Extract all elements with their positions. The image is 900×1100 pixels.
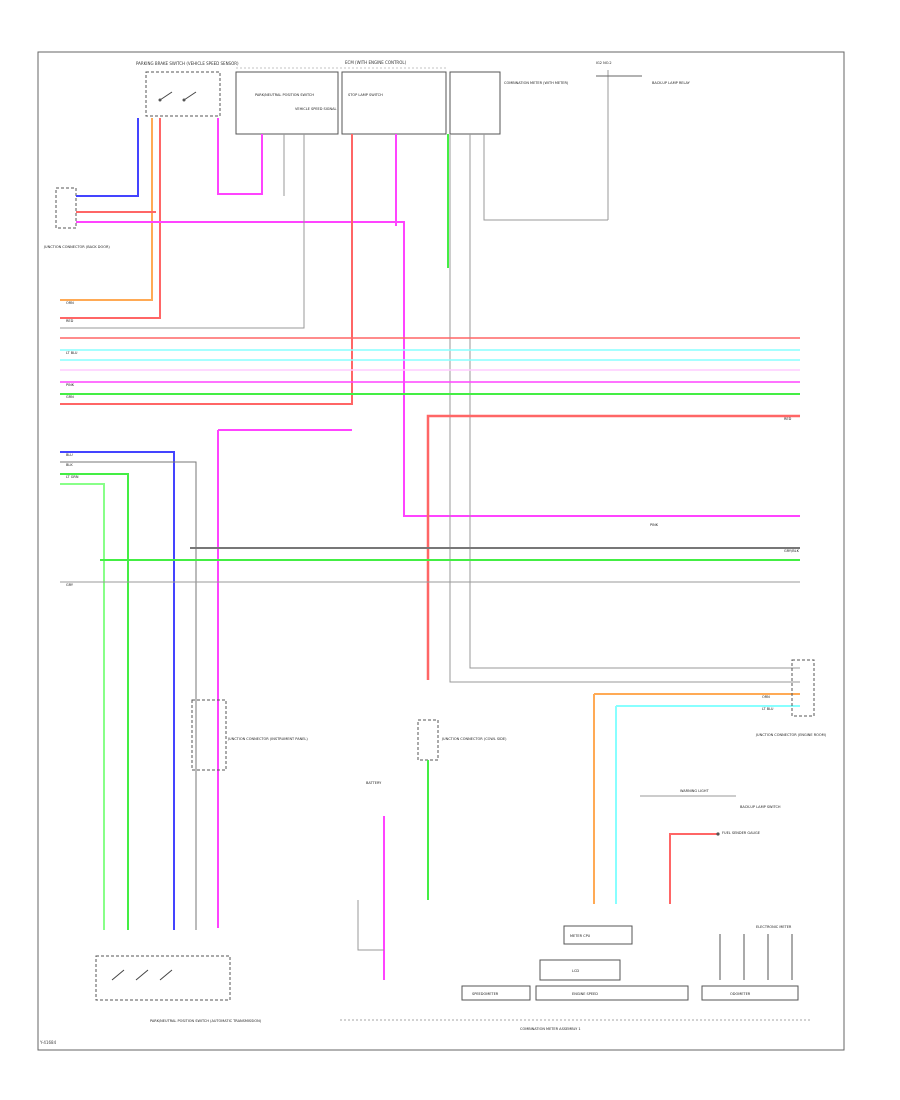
red-wire-mid — [60, 134, 353, 405]
right-junction: JUNCTION CONNECTOR (ENGINE ROOM) — [593, 659, 827, 904]
combination-meter-label: COMBINATION METER (WITH METER) — [504, 81, 569, 85]
left-connector-box — [55, 187, 77, 229]
blue-wire-top — [76, 118, 139, 197]
gray-wire-lower — [357, 900, 384, 951]
tag-lightblue: LT BLU — [66, 351, 78, 355]
green-wire-left-2 — [60, 483, 105, 930]
tag-black: BLK — [66, 463, 73, 467]
orange-wire-top — [60, 118, 153, 301]
top-right-relay-group: IG2 NO.2 BACK-UP LAMP RELAY — [596, 61, 691, 220]
speedometer-label: SPEEDOMETER — [472, 992, 499, 996]
meter-ic-box — [539, 959, 621, 981]
left-connector: JUNCTION CONNECTOR (BACK DOOR) — [43, 187, 110, 249]
red-wire-lamp — [669, 833, 718, 904]
wire-tags: ORN RED LT BLU PINK GRN BLU BLK LT GRN G… — [66, 301, 800, 711]
back-up-lamp-label: BACK-UP LAMP SWITCH — [740, 805, 781, 809]
top-left-switch: PARKING BRAKE SWITCH (VEHICLE SPEED SENS… — [136, 61, 239, 117]
tag-gry-blk: GRY/BLK — [784, 549, 800, 553]
ecm-module: ECM (WITH ENGINE CONTROL) PARK/NEUTRAL P… — [235, 60, 447, 135]
battery-label: BATTERY — [366, 781, 382, 785]
green-wire-left-1 — [60, 473, 129, 930]
gray-wire-long — [449, 134, 800, 683]
ecm-title: ECM (WITH ENGINE CONTROL) — [345, 60, 407, 65]
ecm-left-box — [235, 71, 339, 135]
tag-red-2: RED — [784, 417, 792, 421]
horizontal-bus — [60, 337, 800, 928]
engine-speed-label: ENGINE SPEED — [572, 992, 598, 996]
top-right-relay-label: BACK-UP LAMP RELAY — [652, 81, 691, 85]
speedometer-box — [461, 985, 531, 1001]
tag-ltgrn: LT GRN — [66, 475, 79, 479]
odometer-label: ODOMETER — [730, 992, 751, 996]
ecm-right-box — [341, 71, 447, 135]
top-right-fuse-label: IG2 NO.2 — [596, 61, 612, 65]
tag-blue: BLU — [66, 453, 73, 457]
tag-red: RED — [66, 319, 74, 323]
tag-green: GRN — [66, 395, 74, 399]
lower-meter: BATTERY SPEEDOMETER LCD ENGINE SPEED MET… — [340, 781, 812, 1031]
fuel-sensor-label: FUEL SENDER GAUGE — [722, 831, 760, 835]
blue-wire-left — [60, 451, 175, 930]
center-junction-1-box — [191, 699, 227, 771]
pink-wire-mid — [76, 221, 800, 517]
ecm-right-label: STOP LAMP SWITCH — [348, 93, 383, 97]
top-left-switch-box — [145, 71, 221, 117]
tag-pink-2: PINK — [650, 523, 659, 527]
red-wire-long — [426, 414, 800, 680]
left-connector-label: JUNCTION CONNECTOR (BACK DOOR) — [43, 245, 110, 249]
left-mid-wires — [60, 451, 800, 930]
dark-wire-left — [60, 461, 197, 930]
warning-label: WARNING LIGHT — [680, 789, 710, 793]
tag-orange: ORN — [66, 301, 74, 305]
bottom-meter-label: COMBINATION METER ASSEMBLY 1 — [520, 1027, 581, 1031]
combination-meter-top: COMBINATION METER (WITH METER) — [449, 71, 569, 135]
tag-pink: PINK — [66, 383, 75, 387]
center-junctions: JUNCTION CONNECTOR (INSTRUMENT PANEL) JU… — [191, 699, 507, 900]
center-junction-1-label: JUNCTION CONNECTOR (INSTRUMENT PANEL) — [227, 737, 308, 741]
engine-speed-box — [535, 985, 689, 1001]
meter-cpu-label: METER CPU — [570, 934, 591, 938]
tag-lightblue-2: LT BLU — [762, 707, 774, 711]
warning-area: WARNING LIGHT BACK-UP LAMP SWITCH FUEL S… — [640, 789, 781, 904]
gray-wire-3 — [469, 134, 800, 669]
transmission-switch: PARK/NEUTRAL POSITION SWITCH (AUTOMATIC … — [95, 955, 262, 1023]
pink-wire-top — [217, 118, 263, 195]
tag-gray: GRY — [66, 583, 74, 587]
right-junction-label: JUNCTION CONNECTOR (ENGINE ROOM) — [755, 733, 827, 737]
ecm-left-label: PARK/NEUTRAL POSITION SWITCH — [255, 93, 314, 97]
center-junction-2-label: JUNCTION CONNECTOR (COWL SIDE) — [441, 737, 507, 741]
gray-wire-4 — [483, 134, 608, 221]
center-junction-2-box — [417, 719, 439, 761]
red-wire-top — [60, 118, 161, 319]
meter-ic-label: LCD — [572, 969, 579, 973]
top-left-switch-label: PARKING BRAKE SWITCH (VEHICLE SPEED SENS… — [136, 61, 239, 66]
ecm-mid-label: VEHICLE SPEED SIGNAL — [295, 107, 337, 111]
diagram-frame — [37, 51, 845, 1051]
right-junction-box — [791, 659, 815, 717]
corner-label: Y-41684 — [39, 1040, 57, 1045]
meter-cpu-box — [563, 925, 633, 945]
transmission-switch-label: PARK/NEUTRAL POSITION SWITCH (AUTOMATIC … — [150, 1019, 262, 1023]
transmission-switch-box — [95, 955, 231, 1001]
odometer-box — [701, 985, 799, 1001]
combination-meter-top-box — [449, 71, 501, 135]
gray-wire-1 — [60, 134, 305, 329]
top-wires — [60, 118, 800, 683]
tag-orange-2: ORN — [762, 695, 770, 699]
cluster-label: ELECTRONIC METER — [756, 925, 792, 929]
